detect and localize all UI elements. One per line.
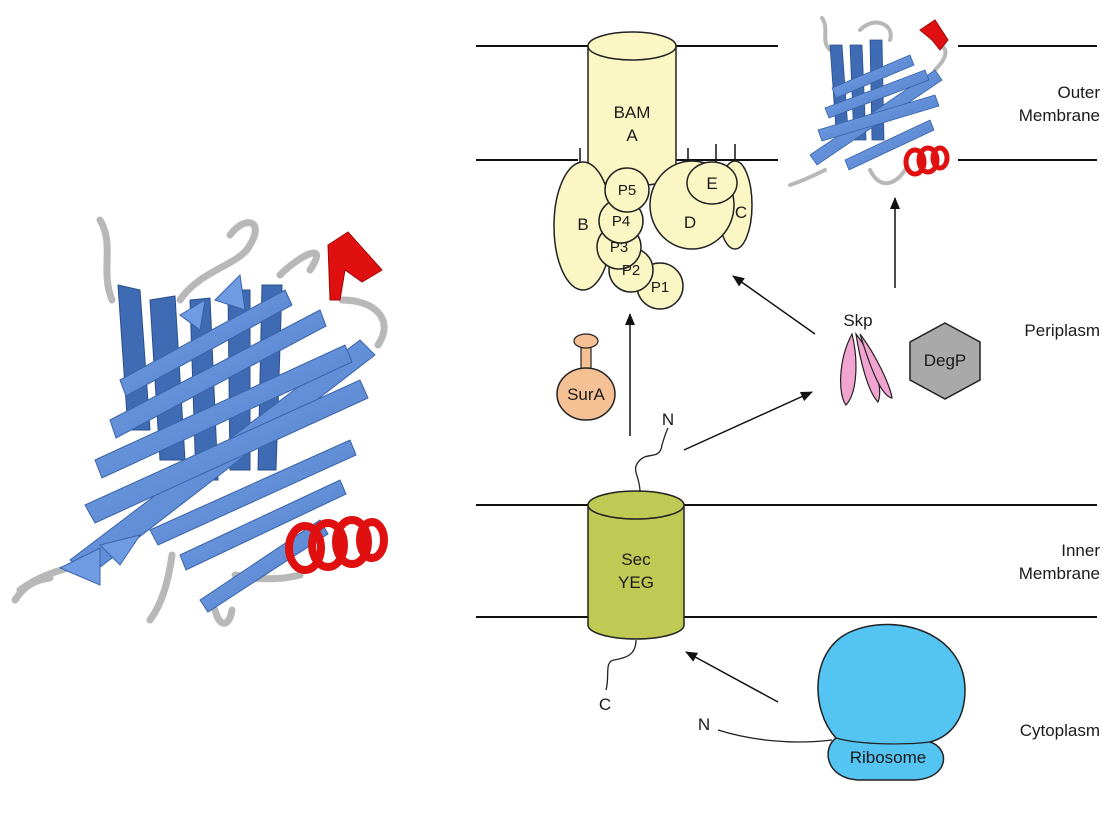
bam-c-label: C <box>735 203 747 222</box>
n-terminus-periplasm: N <box>662 410 674 429</box>
cytoplasm-label: Cytoplasm <box>1020 721 1100 740</box>
membrane-lines <box>476 45 1097 618</box>
periplasm-label: Periplasm <box>1024 321 1100 340</box>
ribosome-label: Ribosome <box>850 748 927 767</box>
potra-p5 <box>604 167 650 213</box>
secyeg-translocon: Sec YEG <box>587 490 685 640</box>
outer-membrane-label-2: Membrane <box>1019 106 1100 125</box>
bam-e <box>686 161 738 205</box>
inner-membrane-label-1: Inner <box>1061 541 1100 560</box>
arrow-secyeg-to-skp <box>683 391 813 451</box>
degp-label: DegP <box>924 351 967 370</box>
potra-p3-label: P3 <box>610 239 628 256</box>
secyeg-label-2: YEG <box>618 573 654 592</box>
outer-membrane-label-1: Outer <box>1057 83 1100 102</box>
arrow-ribosome-to-secyeg <box>685 651 779 703</box>
potra-p2-label: P2 <box>622 262 640 279</box>
skp-chaperone: Skp <box>840 311 893 406</box>
inner-membrane-label-2: Membrane <box>1019 564 1100 583</box>
degp-protease: DegP <box>909 322 981 400</box>
bam-a-label-1: BAM <box>614 103 651 122</box>
bam-b-label: B <box>577 215 588 234</box>
ribosome: Ribosome <box>817 623 966 781</box>
bam-d-label: D <box>684 213 696 232</box>
secyeg-label-1: Sec <box>621 550 651 569</box>
potra-p4-label: P4 <box>612 213 630 230</box>
n-terminus-ribosome: N <box>698 715 710 734</box>
potra-p1-label: P1 <box>651 279 669 296</box>
polypeptide-chains <box>605 427 833 743</box>
omp-beta-barrel-structure-icon <box>11 216 388 627</box>
bam-e-label: E <box>706 174 717 193</box>
folded-omp-in-outer-membrane-icon <box>788 16 950 187</box>
sura-chaperone: SurA <box>556 333 616 421</box>
bam-a-label-2: A <box>626 126 638 145</box>
c-terminus-cytoplasm: C <box>599 695 611 714</box>
pathway-arrows <box>625 197 900 703</box>
bam-complex: BAM A B C D E P5 P4 P3 P2 P1 <box>553 31 753 310</box>
sura-label: SurA <box>567 385 605 404</box>
potra-p5-label: P5 <box>618 182 636 199</box>
skp-label: Skp <box>843 311 872 330</box>
arrow-skp-to-bam <box>732 275 816 335</box>
